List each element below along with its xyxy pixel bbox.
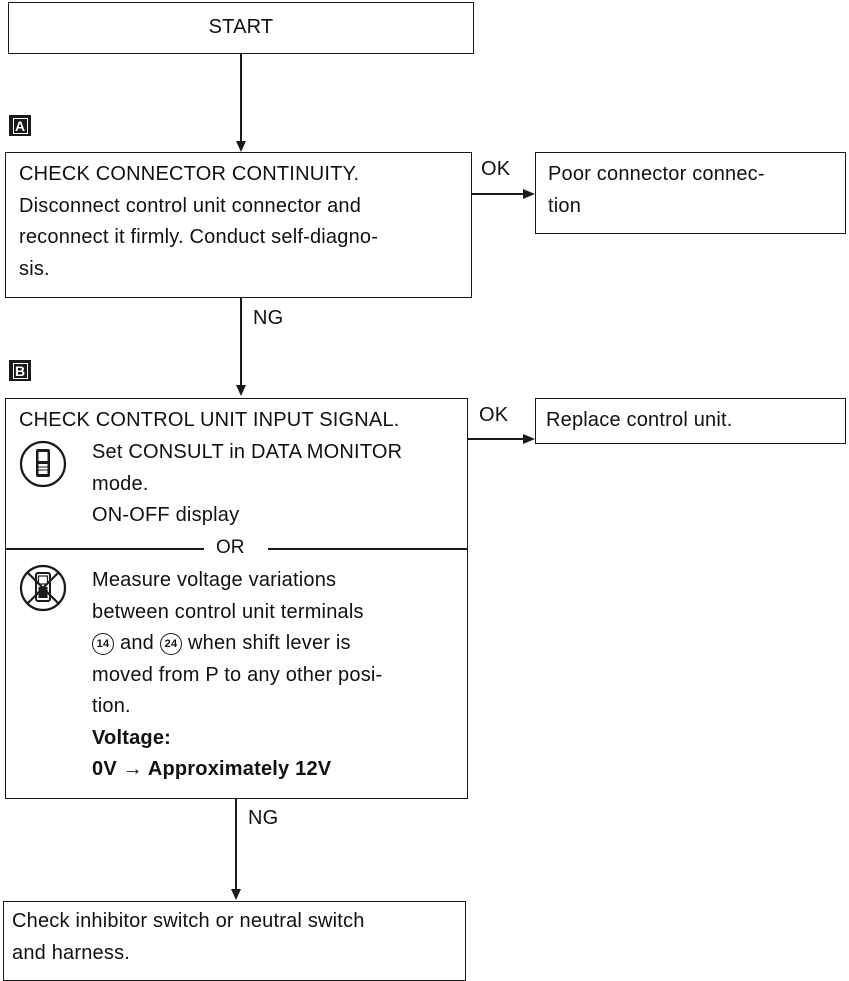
arrow-b-ok bbox=[523, 434, 535, 444]
arrow-b-final bbox=[231, 889, 241, 900]
connector-a-b bbox=[240, 298, 242, 386]
consult-text: Set CONSULT in DATA MONITOR mode. ON-OFF… bbox=[92, 437, 402, 532]
check-inhibitor-box: Check inhibitor switch or neutral switch… bbox=[3, 901, 466, 981]
connector-b-ok bbox=[468, 438, 524, 440]
final-line-1: Check inhibitor switch or neutral switch bbox=[12, 910, 365, 932]
step-b-ok-label: OK bbox=[479, 404, 509, 426]
terminal-joiner: and bbox=[120, 632, 154, 654]
consult-tester-icon bbox=[18, 439, 68, 489]
poor-connector-text: Poor connector connec- tion bbox=[548, 159, 765, 222]
connector-a-ok bbox=[472, 193, 524, 195]
terminal-suffix: when shift lever is bbox=[187, 632, 351, 654]
step-a-line-3: reconnect it firmly. Conduct self-diagno… bbox=[19, 226, 379, 248]
or-divider-right bbox=[268, 548, 467, 550]
poor-connector-box: Poor connector connec- tion bbox=[535, 152, 846, 234]
poor-connector-line-1: Poor connector connec- bbox=[548, 163, 765, 185]
step-b-marker: B bbox=[9, 360, 31, 381]
consult-line-1: Set CONSULT in DATA MONITOR bbox=[92, 441, 403, 463]
step-a-ok-label: OK bbox=[481, 158, 511, 180]
replace-control-unit-box: Replace control unit. bbox=[535, 398, 846, 444]
replace-control-unit-text: Replace control unit. bbox=[546, 409, 733, 431]
poor-connector-line-2: tion bbox=[548, 194, 582, 217]
measure-line-3: moved from P to any other posi- bbox=[92, 663, 383, 686]
arrow-start-a bbox=[236, 141, 246, 152]
terminal-24-badge: 24 bbox=[159, 633, 182, 655]
final-line-2: and harness. bbox=[12, 941, 131, 964]
step-a-line-4: sis. bbox=[19, 257, 50, 280]
check-connector-text: CHECK CONNECTOR CONTINUITY. Disconnect c… bbox=[19, 159, 378, 285]
or-divider-left bbox=[6, 548, 204, 550]
step-b-title: CHECK CONTROL UNIT INPUT SIGNAL. bbox=[19, 409, 400, 431]
step-a-line-1: CHECK CONNECTOR CONTINUITY. bbox=[19, 163, 360, 185]
consult-line-3: ON-OFF display bbox=[92, 504, 240, 526]
consult-line-2: mode. bbox=[92, 472, 149, 495]
check-connector-box: CHECK CONNECTOR CONTINUITY. Disconnect c… bbox=[5, 152, 472, 298]
start-label: START bbox=[208, 16, 274, 38]
no-consult-tester-icon bbox=[18, 563, 68, 613]
terminal-14-badge: 14 bbox=[92, 633, 114, 655]
step-b-ng-label: NG bbox=[248, 807, 279, 829]
measure-line-2: between control unit terminals bbox=[92, 600, 364, 623]
connector-start-a bbox=[240, 54, 242, 142]
step-a-ng-label: NG bbox=[253, 307, 284, 329]
arrow-a-b bbox=[236, 385, 246, 396]
connector-b-final bbox=[235, 799, 237, 890]
voltage-value: 0V → Approximately 12V bbox=[92, 758, 332, 780]
arrow-a-ok bbox=[523, 189, 535, 199]
measure-line-4: tion. bbox=[92, 695, 131, 717]
check-inhibitor-text: Check inhibitor switch or neutral switch… bbox=[12, 906, 365, 969]
or-label: OR bbox=[216, 537, 245, 558]
voltage-label: Voltage: bbox=[92, 726, 172, 749]
step-a-marker: A bbox=[9, 115, 31, 136]
step-a-line-2: Disconnect control unit connector and bbox=[19, 194, 362, 217]
measure-text: Measure voltage variations between contr… bbox=[92, 565, 382, 786]
start-box: START bbox=[8, 2, 474, 54]
check-control-unit-box: CHECK CONTROL UNIT INPUT SIGNAL. Set CON… bbox=[5, 398, 468, 799]
measure-line-1: Measure voltage variations bbox=[92, 569, 337, 591]
